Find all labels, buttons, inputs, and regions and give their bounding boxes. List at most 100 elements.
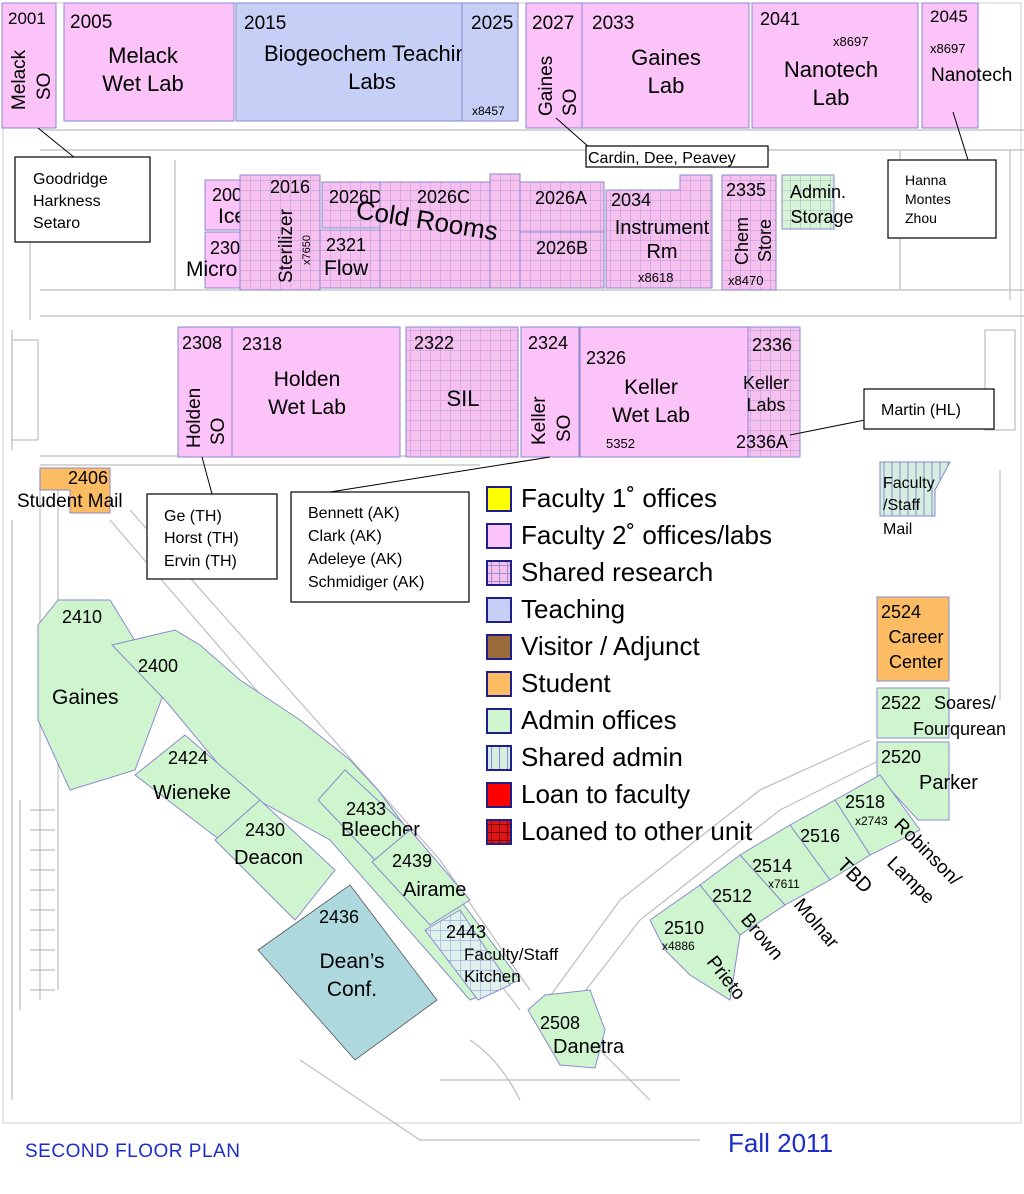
room-2336[interactable] [747, 326, 801, 458]
room-2514-number: 2514 [752, 856, 792, 876]
room-2336-number: 2336 [752, 335, 792, 355]
room-2001-name-2: SO [34, 73, 55, 100]
room-2324[interactable] [520, 326, 580, 458]
room-2025-extension: x8457 [472, 104, 505, 118]
room-2308[interactable] [177, 326, 233, 458]
faculty-staff-mail[interactable] [879, 461, 951, 517]
cold-room-corridor [489, 173, 521, 289]
legend-label: Shared research [521, 557, 714, 587]
legend-swatch [486, 559, 512, 586]
room-2318[interactable] [231, 326, 401, 458]
room-2336A-number: 2336A [736, 432, 788, 452]
room-2436-name-2: Conf. [327, 978, 377, 1001]
room-2335-name: Chem [732, 217, 752, 265]
room-2510-number: 2510 [664, 918, 704, 938]
room-2514-extension: x7611 [768, 877, 800, 891]
room-2433-number: 2433 [346, 799, 386, 819]
room-2322-number: 2322 [414, 333, 454, 353]
room-2430-number: 2430 [245, 820, 285, 840]
room-2005[interactable] [63, 2, 235, 122]
room-2033-name-2: Lab [648, 73, 685, 98]
legend-item: Faculty 2˚ offices/labs [486, 517, 816, 554]
room-2520[interactable] [876, 741, 950, 821]
room-2520-name: Parker [919, 772, 978, 794]
room-2510[interactable] [649, 884, 741, 1001]
room-2041-name-2: Lab [813, 85, 850, 110]
room-2436-name: Dean’s [320, 950, 385, 973]
room-2524[interactable] [876, 596, 950, 682]
room-2336-name-2: Labs [746, 395, 785, 415]
room-2335[interactable] [721, 174, 777, 291]
room-2016[interactable] [239, 174, 321, 291]
room-2508[interactable] [527, 989, 606, 1069]
room-2406[interactable] [39, 467, 111, 514]
term-label: Fall 2011 [728, 1128, 834, 1158]
room-2034-name: Instrument [615, 217, 710, 239]
room-2336-name: Keller [743, 373, 789, 393]
room-2034-name-2: Rm [646, 241, 677, 263]
room-2026B[interactable] [519, 231, 605, 289]
room-2026C[interactable] [379, 181, 493, 289]
room-2016-extension: x7650 [301, 235, 313, 265]
room-2322-name: SIL [446, 386, 479, 411]
room-2025[interactable] [461, 2, 519, 122]
room-2033[interactable] [581, 2, 750, 129]
room-2308-number: 2308 [182, 333, 222, 353]
room-2318-number: 2318 [242, 334, 282, 354]
legend-swatch [486, 670, 512, 697]
room-2406-name: Student Mail [17, 491, 123, 512]
room-2430[interactable] [214, 799, 336, 921]
legend-item: Loaned to other unit [486, 813, 816, 850]
callout-melack-so-line-1: Goodridge [33, 171, 108, 188]
room-2027[interactable] [525, 2, 583, 129]
room-2322[interactable] [405, 326, 519, 458]
room-2041[interactable] [751, 2, 919, 129]
room-2508-number: 2508 [540, 1013, 580, 1033]
room-2518-number: 2518 [845, 792, 885, 812]
room-2522-name-2: Fourqurean [913, 719, 1006, 739]
room-2518-extension: x2743 [855, 814, 888, 828]
room-2033-name: Gaines [631, 45, 701, 70]
room-2034[interactable] [605, 174, 713, 289]
callout-gaines-so-line-1: Cardin, Dee, Peavey [588, 150, 736, 167]
room-2045[interactable] [921, 2, 979, 129]
room-2424-number: 2424 [168, 748, 208, 768]
room-2443[interactable] [424, 909, 511, 1001]
admin-storage-name: Admin. [790, 182, 846, 202]
room-2522[interactable] [876, 687, 950, 739]
room-2436[interactable] [257, 884, 438, 1061]
room-2439-name: Airame [403, 879, 466, 901]
room-2321[interactable] [319, 229, 381, 289]
room-2324-number: 2324 [528, 333, 568, 353]
room-2443-number: 2443 [446, 922, 486, 942]
room-2326[interactable] [579, 326, 751, 458]
room-2001[interactable] [1, 2, 57, 129]
floor-plan-title: SECOND FLOOR PLAN [25, 1141, 241, 1162]
room-2308-name: Holden [184, 388, 205, 448]
room-2015[interactable] [235, 2, 463, 122]
room-2321-name: Flow [324, 257, 369, 280]
room-2033-number: 2033 [592, 13, 634, 34]
room-2001-number: 2001 [8, 9, 46, 28]
callout-gaines-so [585, 145, 769, 168]
callout-keller-so [290, 491, 470, 603]
callout-nanotech-line-1: Hanna [905, 172, 946, 188]
room-2034-number: 2034 [611, 190, 651, 210]
edge-rooms: 2406 Student Mail Faculty /Staff Mail 25… [17, 461, 1006, 821]
legend-swatch [486, 522, 512, 549]
room-2524-number: 2524 [881, 602, 921, 622]
room-2335-number: 2335 [726, 180, 766, 200]
faculty-staff-mail-name: Faculty [883, 475, 935, 492]
legend-swatch [486, 744, 512, 771]
room-2318-name: Holden [274, 368, 341, 391]
top-row-rooms: 2001 Melack SO 2005 Melack Wet Lab 2015 … [1, 2, 1012, 129]
callout-keller-so-line-4: Schmidiger (AK) [308, 574, 424, 591]
room-2015-number: 2015 [244, 13, 286, 34]
callout-holden-so-line-2: Horst (TH) [164, 530, 239, 547]
callout-keller-so-line-2: Clark (AK) [308, 528, 382, 545]
callout-holden-so-line-3: Ervin (TH) [164, 553, 237, 570]
room-2439[interactable] [371, 829, 471, 926]
admin-storage[interactable] [781, 174, 835, 230]
room-2522-name: Soares/ [934, 693, 996, 713]
room-2026A[interactable] [519, 181, 605, 233]
